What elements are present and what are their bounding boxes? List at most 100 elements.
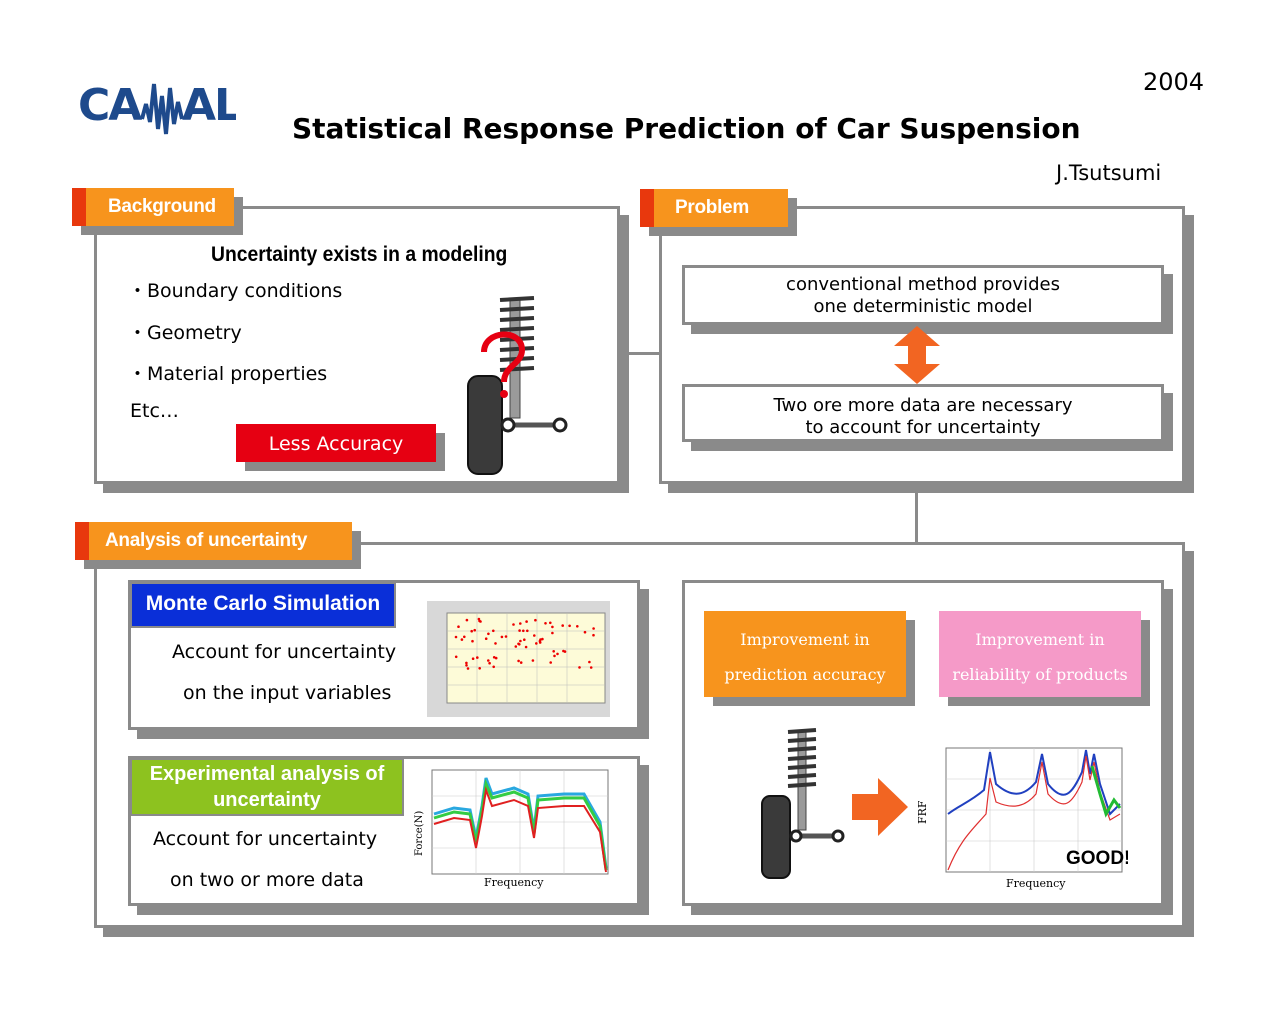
scatter-dot (589, 666, 593, 669)
scatter-dot (492, 665, 495, 669)
scatter-dot (568, 624, 571, 628)
scatter-dot (541, 637, 544, 641)
frf-plot: FRF Frequency GOOD! (914, 744, 1130, 892)
scatter-dot (526, 629, 529, 633)
scatter-dot (494, 642, 497, 645)
two-data-line-1: Two ore more data are necessary (773, 395, 1073, 416)
background-tab: Background (72, 188, 234, 226)
scatter-dot (519, 661, 523, 664)
scatter-dot (583, 630, 587, 634)
scatter-dot (517, 642, 520, 646)
scatter-dot (494, 656, 498, 660)
scatter-dot (561, 624, 564, 627)
frf-plot-xlabel: Frequency (1006, 877, 1066, 890)
background-item-etc: Etc… (130, 400, 179, 422)
scatter-plot-thumbnail (427, 601, 610, 717)
scatter-dot (576, 625, 579, 628)
scatter-dot (454, 655, 458, 659)
conventional-line-1: conventional method provides (786, 274, 1060, 295)
scatter-dot (551, 631, 554, 635)
scatter-dot (518, 629, 521, 632)
monte-carlo-title-box (130, 582, 396, 628)
scatter-dot (466, 667, 470, 670)
prediction-accuracy-line-2: prediction accuracy (724, 665, 886, 684)
scatter-dot (519, 622, 522, 625)
suspension-question-illustration (462, 290, 572, 476)
monte-carlo-line-1: Account for uncertainty (172, 641, 397, 663)
scatter-dot (519, 639, 522, 643)
page-title: Statistical Response Prediction of Car S… (292, 112, 1081, 145)
scatter-dot (549, 621, 552, 625)
connector-problem-analysis (915, 488, 918, 544)
frf-plot-ylabel: FRF (916, 800, 929, 824)
background-item-material: ・Material properties (128, 363, 328, 385)
conventional-method-box: conventional method provides one determi… (682, 265, 1164, 325)
scatter-dot (473, 628, 476, 632)
scatter-dot (457, 625, 460, 628)
scatter-dot (578, 666, 581, 669)
scatter-dot (522, 629, 525, 633)
reliability-line-1: Improvement in (975, 630, 1105, 649)
scatter-dot (492, 656, 496, 659)
reliability-box (939, 611, 1141, 697)
two-data-box: Two ore more data are necessary to accou… (682, 384, 1164, 442)
scatter-dot (544, 622, 547, 625)
scatter-dot (512, 623, 515, 626)
prediction-accuracy-box (704, 611, 906, 697)
conventional-line-2: one deterministic model (813, 296, 1033, 317)
scatter-dot (492, 629, 495, 633)
scatter-dot (514, 645, 518, 648)
scatter-dot (523, 638, 526, 641)
right-arrow-icon (852, 778, 908, 836)
reliability-line-2: reliability of products (952, 665, 1128, 684)
scatter-dot (525, 620, 528, 623)
scatter-dot (517, 659, 520, 663)
force-plot: Force(N) Frequency (414, 766, 610, 892)
scatter-dot (471, 657, 475, 660)
experimental-line-1: Account for uncertainty (153, 828, 378, 850)
good-stamp: GOOD! (1066, 848, 1128, 869)
scatter-dot (487, 632, 490, 636)
prediction-accuracy-line-1: Improvement in (740, 630, 870, 649)
scatter-dot (477, 617, 481, 621)
year-label: 2004 (1143, 68, 1205, 96)
scatter-dot (538, 641, 542, 644)
scatter-dot (500, 635, 504, 639)
experimental-title-line-2: uncertainty (213, 789, 321, 811)
force-plot-xlabel: Frequency (484, 876, 544, 889)
scatter-dot (454, 635, 458, 639)
scatter-dot (553, 654, 556, 658)
experimental-line-2: on two or more data (170, 869, 364, 891)
author-label: J.Tsutsumi (1056, 161, 1162, 185)
suspension-illustration (758, 724, 852, 880)
scatter-dot (534, 618, 537, 622)
scatter-dot (504, 635, 508, 638)
scatter-dot (460, 638, 464, 641)
scatter-dot (478, 667, 481, 670)
scatter-dot (471, 639, 474, 643)
scatter-dot (524, 645, 528, 649)
scatter-dot (551, 625, 554, 629)
scatter-dot (476, 656, 479, 659)
scatter-dot (463, 635, 466, 639)
scatter-dot (487, 659, 490, 662)
scatter-dot (588, 660, 591, 664)
problem-tab: Problem (640, 189, 788, 227)
double-arrow-icon (894, 326, 940, 384)
scatter-dot (533, 634, 536, 637)
monte-carlo-title: Monte Carlo Simulation (145, 592, 381, 615)
scatter-dot (535, 642, 538, 645)
background-heading: Uncertainty exists in a modeling (211, 243, 508, 266)
scatter-dot (556, 652, 559, 656)
scatter-dot (592, 633, 595, 637)
scatter-dot (465, 664, 468, 667)
scatter-dot (465, 618, 469, 622)
svg-text:AL: AL (182, 80, 236, 131)
experimental-title-line-1: Experimental analysis of (149, 763, 385, 785)
background-item-boundary: ・Boundary conditions (128, 280, 343, 302)
connector-bg-problem (628, 352, 661, 355)
scatter-dot (592, 627, 595, 630)
scatter-dot (562, 649, 565, 653)
background-item-geometry: ・Geometry (128, 322, 242, 344)
less-accuracy-badge (236, 424, 436, 462)
